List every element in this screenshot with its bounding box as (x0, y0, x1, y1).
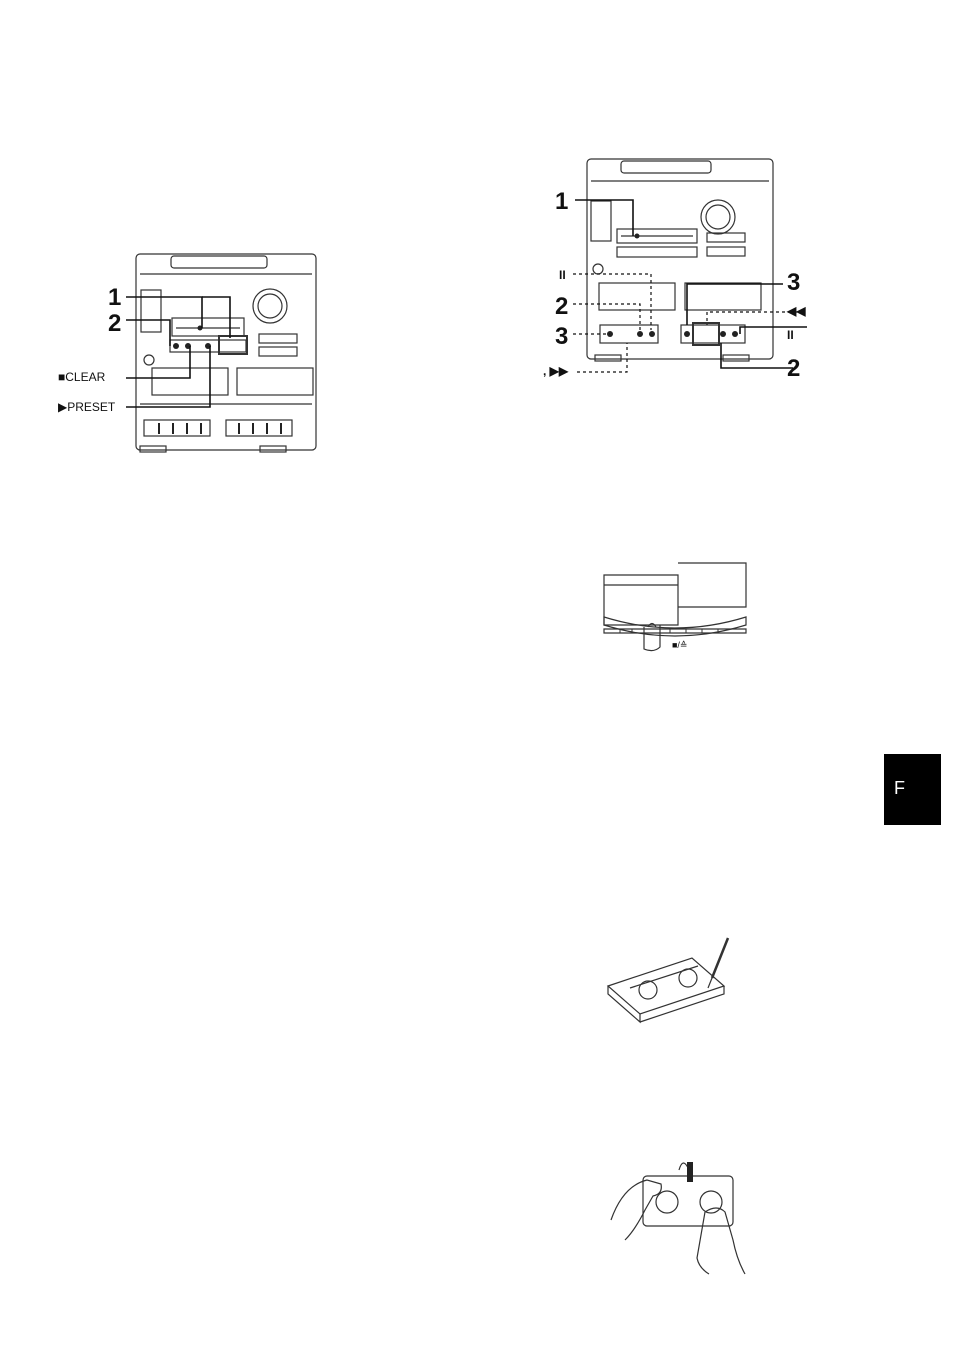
callout-2-right: 2 (787, 357, 800, 381)
rewind-symbol: ◀◀ (787, 305, 805, 317)
figure-cassette-pencil (600, 930, 750, 1030)
callout-3-right: 3 (787, 271, 800, 295)
callout-2: 2 (108, 312, 121, 336)
figure-stereo-tape-deck-controls: 1 II 2 3 , ▶▶ 3 ◀◀ II 2 (555, 155, 815, 385)
stereo-tape-deck-illustration (555, 155, 815, 385)
pause-symbol-right: II (787, 329, 794, 341)
callout-3: 3 (555, 325, 568, 349)
clear-label: ■CLEAR (58, 371, 105, 383)
fast-forward-symbol: , ▶▶ (543, 365, 568, 377)
stop-eject-label: ■/≙ (672, 641, 687, 650)
cassette-pencil-illustration (600, 930, 750, 1030)
preset-label: ▶PRESET (58, 401, 115, 413)
callout-1: 1 (108, 286, 121, 310)
figure-hands-cassette (605, 1150, 755, 1280)
section-tab: F (884, 754, 941, 825)
stereo-unit-illustration (50, 250, 320, 455)
hands-cassette-illustration (605, 1150, 755, 1280)
pause-symbol-left: II (559, 269, 566, 281)
figure-stop-eject-press: ■/≙ (600, 555, 760, 660)
figure-stereo-front-clear-preset: 1 2 ■CLEAR ▶PRESET (50, 250, 320, 455)
callout-1: 1 (555, 190, 568, 214)
callout-2: 2 (555, 295, 568, 319)
